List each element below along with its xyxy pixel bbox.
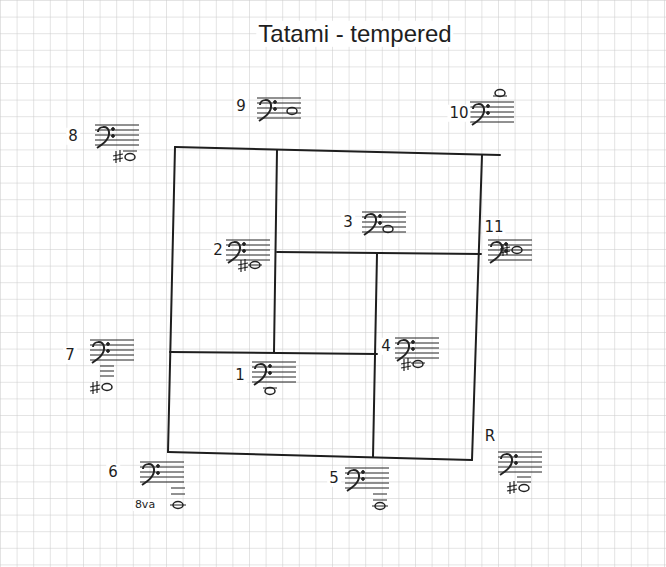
whole-note	[512, 247, 522, 254]
bass-staff	[140, 462, 184, 485]
whole-note	[125, 154, 135, 161]
callout-number: 11	[482, 219, 505, 236]
bass-staff	[498, 452, 542, 475]
bass-staff	[488, 240, 532, 263]
mat-edge	[472, 155, 482, 460]
whole-note	[519, 485, 529, 492]
octave-marking: 8va	[133, 499, 157, 511]
bass-staff	[257, 98, 301, 121]
ledger-line	[373, 500, 387, 501]
ledger-line	[517, 477, 531, 478]
bass-staff	[90, 340, 134, 363]
whole-note	[375, 503, 385, 510]
bass-staff	[362, 212, 406, 235]
ledger-line	[171, 488, 185, 489]
whole-note	[413, 361, 423, 368]
ledger-line	[100, 366, 114, 367]
staff-fragments	[90, 90, 542, 510]
whole-note	[102, 384, 112, 391]
ledger-line	[171, 494, 185, 495]
callout-number: 10	[447, 105, 470, 122]
tatami-layout	[168, 147, 500, 460]
mat-edge	[175, 147, 500, 155]
callout-number: 5	[327, 470, 341, 487]
callout-number: 4	[379, 338, 393, 355]
whole-note	[287, 108, 297, 115]
ledger-line	[100, 376, 114, 377]
sharp-sign	[500, 243, 510, 256]
bass-staff	[395, 338, 439, 361]
title: Tatami - tempered	[256, 21, 453, 47]
callout-number: R	[483, 428, 497, 445]
callout-number: 3	[341, 214, 355, 231]
mat-edge	[373, 254, 377, 457]
bass-staff	[345, 468, 389, 491]
bass-staff	[470, 102, 514, 125]
mat-edge	[168, 452, 472, 460]
ledger-line	[373, 494, 387, 495]
sharp-sign	[238, 259, 248, 272]
mat-edge	[274, 150, 277, 352]
mat-edge	[277, 252, 481, 254]
bass-staff	[252, 362, 296, 385]
callout-number: 8	[66, 128, 80, 145]
callout-number: 6	[106, 464, 120, 481]
bass-staff	[95, 125, 139, 148]
mat-edge	[170, 352, 377, 354]
sharp-sign	[401, 358, 411, 371]
callout-number: 1	[233, 367, 247, 384]
whole-note	[265, 388, 275, 395]
mat-edge	[168, 147, 175, 452]
whole-note	[495, 90, 505, 97]
ledger-line	[123, 151, 137, 152]
whole-note	[173, 502, 183, 509]
callout-number: 9	[234, 98, 248, 115]
sharp-sign	[113, 150, 123, 163]
sharp-sign	[507, 481, 517, 494]
callout-number: 2	[211, 242, 225, 259]
ledger-line	[100, 371, 114, 372]
whole-note	[383, 226, 393, 233]
whole-note	[250, 262, 260, 269]
ledger-line	[517, 482, 531, 483]
sharp-sign	[90, 381, 100, 394]
bass-staff	[226, 240, 270, 263]
callout-number: 7	[63, 347, 77, 364]
